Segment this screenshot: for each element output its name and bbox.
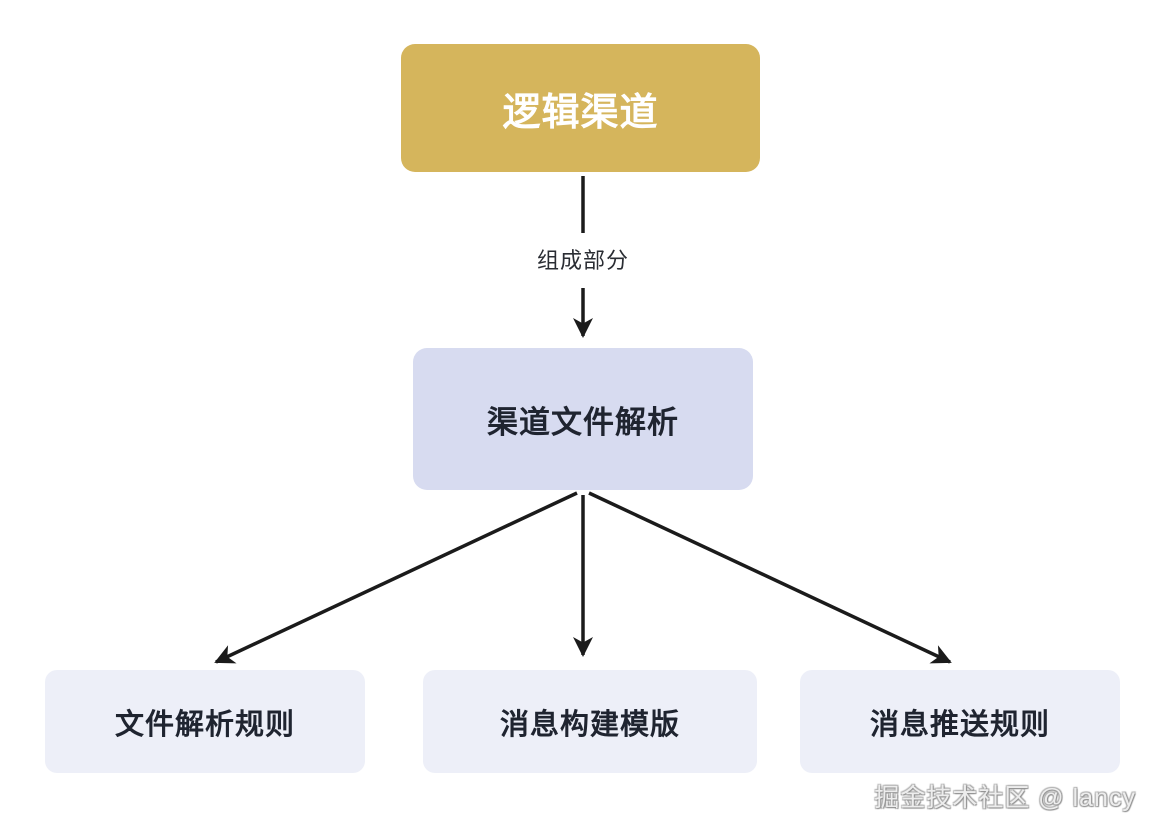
edge-mid-to-child1 <box>214 491 578 664</box>
edge-mid-to-child3 <box>588 491 952 664</box>
node-message-build-template: 消息构建模版 <box>423 670 757 773</box>
node-message-push-rules-label: 消息推送规则 <box>869 708 1050 741</box>
node-channel-file-parsing: 渠道文件解析 <box>413 348 753 490</box>
node-logical-channel: 逻辑渠道 <box>401 44 760 172</box>
node-file-parsing-rules: 文件解析规则 <box>45 670 365 773</box>
node-file-parsing-rules-label: 文件解析规则 <box>114 708 295 741</box>
node-message-push-rules: 消息推送规则 <box>800 670 1120 773</box>
node-logical-channel-label: 逻辑渠道 <box>502 91 659 134</box>
watermark: 掘金技术社区 @ lancy <box>874 784 1136 812</box>
node-channel-file-parsing-label: 渠道文件解析 <box>487 404 679 440</box>
edge-label-components: 组成部分 <box>536 248 630 273</box>
node-message-build-template-label: 消息构建模版 <box>499 708 680 741</box>
